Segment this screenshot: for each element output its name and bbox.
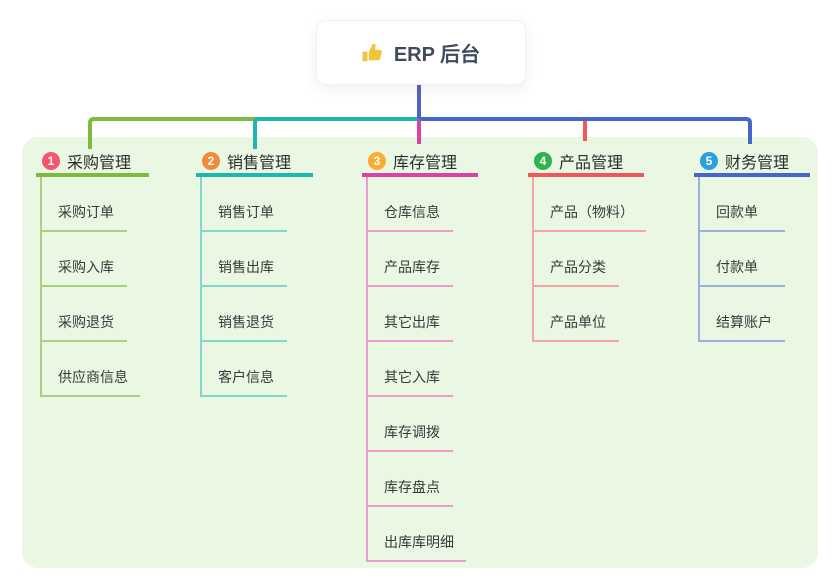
branch-title-label: 销售管理 — [227, 154, 292, 172]
branch-badge: 1 — [42, 151, 60, 170]
child-item[interactable]: 客户信息 — [202, 342, 287, 397]
branch-column-product: 4 产品管理 产品（物料） 产品分类 产品单位 — [528, 140, 646, 342]
branch-title-purchase[interactable]: 1 采购管理 — [36, 140, 149, 177]
child-item[interactable]: 产品分类 — [534, 232, 619, 287]
branch-title-label: 财务管理 — [725, 154, 790, 172]
branch-children: 采购订单 采购入库 采购退货 供应商信息 — [40, 177, 149, 397]
branch-title-inventory[interactable]: 3 库存管理 — [362, 140, 478, 177]
branch1-connector — [88, 117, 419, 149]
branch-badge: 3 — [368, 151, 386, 170]
child-item[interactable]: 产品（物料） — [534, 177, 646, 232]
child-item[interactable]: 采购入库 — [42, 232, 127, 287]
branch-column-sales: 2 销售管理 销售订单 销售出库 销售退货 客户信息 — [196, 140, 313, 397]
child-item[interactable]: 其它入库 — [368, 342, 453, 397]
branch-badge: 5 — [700, 151, 718, 170]
branch2-connector — [253, 117, 419, 149]
branches-panel — [22, 137, 818, 568]
child-item[interactable]: 产品库存 — [368, 232, 453, 287]
branch-title-label: 采购管理 — [67, 154, 132, 172]
branch-column-inventory: 3 库存管理 仓库信息 产品库存 其它出库 其它入库 库存调拨 库存盘点 出库库… — [362, 140, 478, 562]
child-item[interactable]: 付款单 — [700, 232, 785, 287]
child-item[interactable]: 产品单位 — [534, 287, 619, 342]
branch4-connector — [419, 117, 587, 141]
child-item[interactable]: 采购退货 — [42, 287, 127, 342]
child-item[interactable]: 仓库信息 — [368, 177, 453, 232]
child-item[interactable]: 出库库明细 — [368, 507, 466, 562]
child-item[interactable]: 销售出库 — [202, 232, 287, 287]
child-item[interactable]: 库存调拨 — [368, 397, 453, 452]
branch-column-finance: 5 财务管理 回款单 付款单 结算账户 — [694, 140, 810, 342]
branch-children: 产品（物料） 产品分类 产品单位 — [532, 177, 646, 342]
branch-children: 销售订单 销售出库 销售退货 客户信息 — [200, 177, 313, 397]
branch-title-label: 库存管理 — [393, 154, 458, 172]
child-item[interactable]: 回款单 — [700, 177, 785, 232]
thumbs-up-icon — [362, 42, 384, 64]
branch5-connector — [419, 117, 752, 144]
branch-title-finance[interactable]: 5 财务管理 — [694, 140, 810, 177]
child-item[interactable]: 销售退货 — [202, 287, 287, 342]
child-item[interactable]: 采购订单 — [42, 177, 127, 232]
child-item[interactable]: 库存盘点 — [368, 452, 453, 507]
branch-children: 仓库信息 产品库存 其它出库 其它入库 库存调拨 库存盘点 出库库明细 — [366, 177, 478, 562]
branch-title-sales[interactable]: 2 销售管理 — [196, 140, 313, 177]
child-item[interactable]: 供应商信息 — [42, 342, 140, 397]
branch-badge: 4 — [534, 151, 552, 170]
branch-children: 回款单 付款单 结算账户 — [698, 177, 810, 342]
child-item[interactable]: 销售订单 — [202, 177, 287, 232]
branch-title-product[interactable]: 4 产品管理 — [528, 140, 644, 177]
child-item[interactable]: 结算账户 — [700, 287, 785, 342]
branch-badge: 2 — [202, 151, 220, 170]
child-item[interactable]: 其它出库 — [368, 287, 453, 342]
branch-title-label: 产品管理 — [559, 154, 624, 172]
root-node[interactable]: ERP 后台 — [316, 20, 526, 85]
branch-column-purchase: 1 采购管理 采购订单 采购入库 采购退货 供应商信息 — [36, 140, 149, 397]
root-label: ERP 后台 — [393, 44, 481, 66]
